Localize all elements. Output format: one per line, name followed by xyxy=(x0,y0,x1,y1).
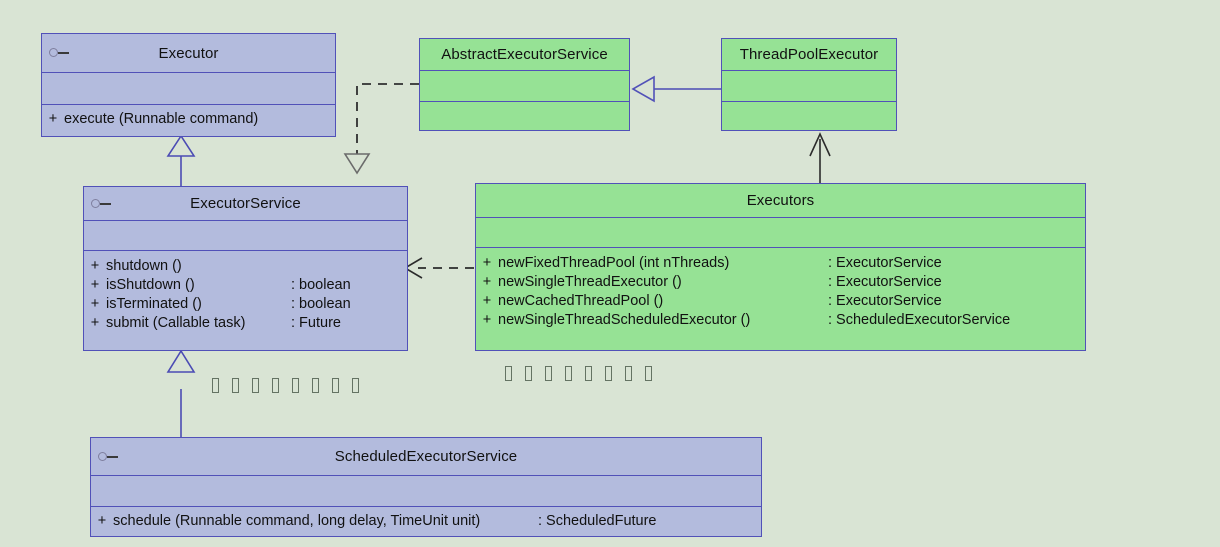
visibility-marker: + xyxy=(48,111,58,127)
missing-glyph-box xyxy=(545,366,552,381)
class-box-executor-service[interactable]: ExecutorService + shutdown () + isShutdo… xyxy=(83,186,408,351)
edge-executors-dependency-executorservice xyxy=(403,257,474,279)
executors-attributes-compartment xyxy=(476,217,1085,247)
missing-glyph-row-left xyxy=(212,378,359,393)
scheduled-executor-service-attributes-compartment xyxy=(91,475,761,506)
method-return-type: : ScheduledExecutorService xyxy=(828,312,1011,328)
missing-glyph-box xyxy=(645,366,652,381)
class-box-executors[interactable]: Executors + newFixedThreadPool (int nThr… xyxy=(475,183,1086,351)
missing-glyph-box xyxy=(585,366,592,381)
missing-glyph-row-right xyxy=(505,366,652,381)
missing-glyph-box xyxy=(212,378,219,393)
edge-executors-dependency-threadpoolexecutor xyxy=(809,132,831,183)
missing-glyph-box xyxy=(332,378,339,393)
missing-glyph-box xyxy=(352,378,359,393)
method-return-type: : Future xyxy=(291,315,341,331)
method-signature: newFixedThreadPool (int nThreads) xyxy=(498,255,730,271)
method-row[interactable]: + newSingleThreadScheduledExecutor () : … xyxy=(476,311,1085,330)
scheduled-executor-service-title-compartment: ScheduledExecutorService xyxy=(91,438,761,475)
visibility-marker: + xyxy=(482,255,492,271)
abstract-executor-service-class-name: AbstractExecutorService xyxy=(441,46,608,63)
method-signature: submit (Callable task) xyxy=(106,315,246,331)
executor-methods-compartment: + execute (Runnable command) xyxy=(42,104,335,136)
missing-glyph-box xyxy=(232,378,239,393)
method-row[interactable]: + shutdown () xyxy=(84,257,407,276)
abstract-executor-service-methods-compartment xyxy=(420,101,629,130)
executor-service-attributes-compartment xyxy=(84,220,407,250)
abstract-executor-service-title-compartment: AbstractExecutorService xyxy=(420,39,629,70)
method-row[interactable]: + submit (Callable task) : Future xyxy=(84,314,407,333)
thread-pool-executor-attributes-compartment xyxy=(722,70,896,101)
method-signature: isTerminated () xyxy=(106,296,202,312)
missing-glyph-box xyxy=(505,366,512,381)
thread-pool-executor-class-name: ThreadPoolExecutor xyxy=(739,46,879,63)
method-signature: execute (Runnable command) xyxy=(64,111,259,127)
class-box-executor[interactable]: Executor + execute (Runnable command) xyxy=(41,33,336,137)
method-return-type: : ScheduledFuture xyxy=(538,513,657,529)
method-row[interactable]: + newFixedThreadPool (int nThreads) : Ex… xyxy=(476,254,1085,273)
method-row[interactable]: + execute (Runnable command) xyxy=(42,110,335,129)
edge-executorservice-extends-executor xyxy=(166,134,196,186)
thread-pool-executor-title-compartment: ThreadPoolExecutor xyxy=(722,39,896,70)
missing-glyph-box xyxy=(525,366,532,381)
missing-glyph-box xyxy=(625,366,632,381)
method-signature: newSingleThreadScheduledExecutor () xyxy=(498,312,751,328)
missing-glyph-box xyxy=(272,378,279,393)
method-row[interactable]: + newSingleThreadExecutor () : ExecutorS… xyxy=(476,273,1085,292)
missing-glyph-box xyxy=(292,378,299,393)
interface-lollipop-icon xyxy=(91,198,113,210)
edge-abstractexecutorservice-realizes-executorservice xyxy=(343,83,419,175)
visibility-marker: + xyxy=(482,293,492,309)
missing-glyph-box xyxy=(312,378,319,393)
executor-attributes-compartment xyxy=(42,72,335,104)
visibility-marker: + xyxy=(482,274,492,290)
executor-service-class-name: ExecutorService xyxy=(190,195,301,212)
method-signature: newSingleThreadExecutor () xyxy=(498,274,682,290)
method-return-type: : ExecutorService xyxy=(828,255,942,271)
method-row[interactable]: + isShutdown () : boolean xyxy=(84,276,407,295)
visibility-marker: + xyxy=(90,277,100,293)
method-row[interactable]: + newCachedThreadPool () : ExecutorServi… xyxy=(476,292,1085,311)
visibility-marker: + xyxy=(90,258,100,274)
method-return-type: : boolean xyxy=(291,277,351,293)
method-return-type: : ExecutorService xyxy=(828,293,942,309)
method-row[interactable]: + schedule (Runnable command, long delay… xyxy=(91,512,761,531)
executors-methods-compartment: + newFixedThreadPool (int nThreads) : Ex… xyxy=(476,247,1085,350)
missing-glyph-box xyxy=(565,366,572,381)
visibility-marker: + xyxy=(97,513,107,529)
method-signature: schedule (Runnable command, long delay, … xyxy=(113,513,481,529)
executors-title-compartment: Executors xyxy=(476,184,1085,217)
scheduled-executor-service-class-name: ScheduledExecutorService xyxy=(334,448,518,465)
edge-threadpoolexecutor-extends-abstractexecutorservice xyxy=(631,75,721,103)
method-signature: newCachedThreadPool () xyxy=(498,293,664,309)
method-signature: isShutdown () xyxy=(106,277,195,293)
abstract-executor-service-attributes-compartment xyxy=(420,70,629,101)
class-box-abstract-executor-service[interactable]: AbstractExecutorService xyxy=(419,38,630,131)
scheduled-executor-service-methods-compartment: + schedule (Runnable command, long delay… xyxy=(91,506,761,536)
visibility-marker: + xyxy=(482,312,492,328)
executor-class-name: Executor xyxy=(158,44,219,62)
missing-glyph-box xyxy=(605,366,612,381)
method-row[interactable]: + isTerminated () : boolean xyxy=(84,295,407,314)
interface-lollipop-icon xyxy=(98,451,120,463)
method-signature: shutdown () xyxy=(106,258,182,274)
missing-glyph-box xyxy=(252,378,259,393)
visibility-marker: + xyxy=(90,296,100,312)
executors-class-name: Executors xyxy=(746,192,815,209)
method-return-type: : boolean xyxy=(291,296,351,312)
thread-pool-executor-methods-compartment xyxy=(722,101,896,130)
executor-service-title-compartment: ExecutorService xyxy=(84,187,407,220)
executor-title-compartment: Executor xyxy=(42,34,335,72)
edge-scheduledexecutorservice-extends-executorservice xyxy=(166,349,196,437)
interface-lollipop-icon xyxy=(49,47,71,59)
visibility-marker: + xyxy=(90,315,100,331)
method-return-type: : ExecutorService xyxy=(828,274,942,290)
class-box-scheduled-executor-service[interactable]: ScheduledExecutorService + schedule (Run… xyxy=(90,437,762,537)
class-box-thread-pool-executor[interactable]: ThreadPoolExecutor xyxy=(721,38,897,131)
executor-service-methods-compartment: + shutdown () + isShutdown () : boolean … xyxy=(84,250,407,350)
